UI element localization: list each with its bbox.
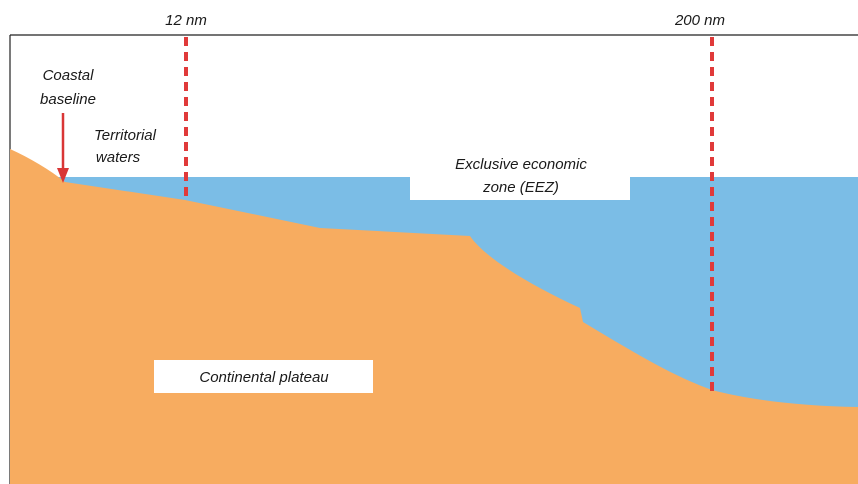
eez-label-box	[410, 148, 630, 200]
baseline-arrow-head	[57, 168, 69, 183]
continental-shelf-land	[10, 149, 858, 484]
territorial-waters-label-line2: waters	[96, 149, 141, 166]
marker-200nm-label: 200 nm	[674, 12, 725, 29]
territorial-waters-label-line1: Territorial	[94, 127, 157, 144]
continental-plateau-label: Continental plateau	[199, 369, 329, 386]
eez-label-line2: zone (EEZ)	[482, 179, 559, 196]
coastal-baseline-label-line1: Coastal	[43, 67, 95, 84]
plateau-label-box	[154, 360, 373, 393]
eez-label-line1: Exclusive economic	[455, 156, 587, 173]
coastal-baseline-label-line2: baseline	[40, 91, 96, 108]
marker-12nm-label: 12 nm	[165, 12, 207, 29]
